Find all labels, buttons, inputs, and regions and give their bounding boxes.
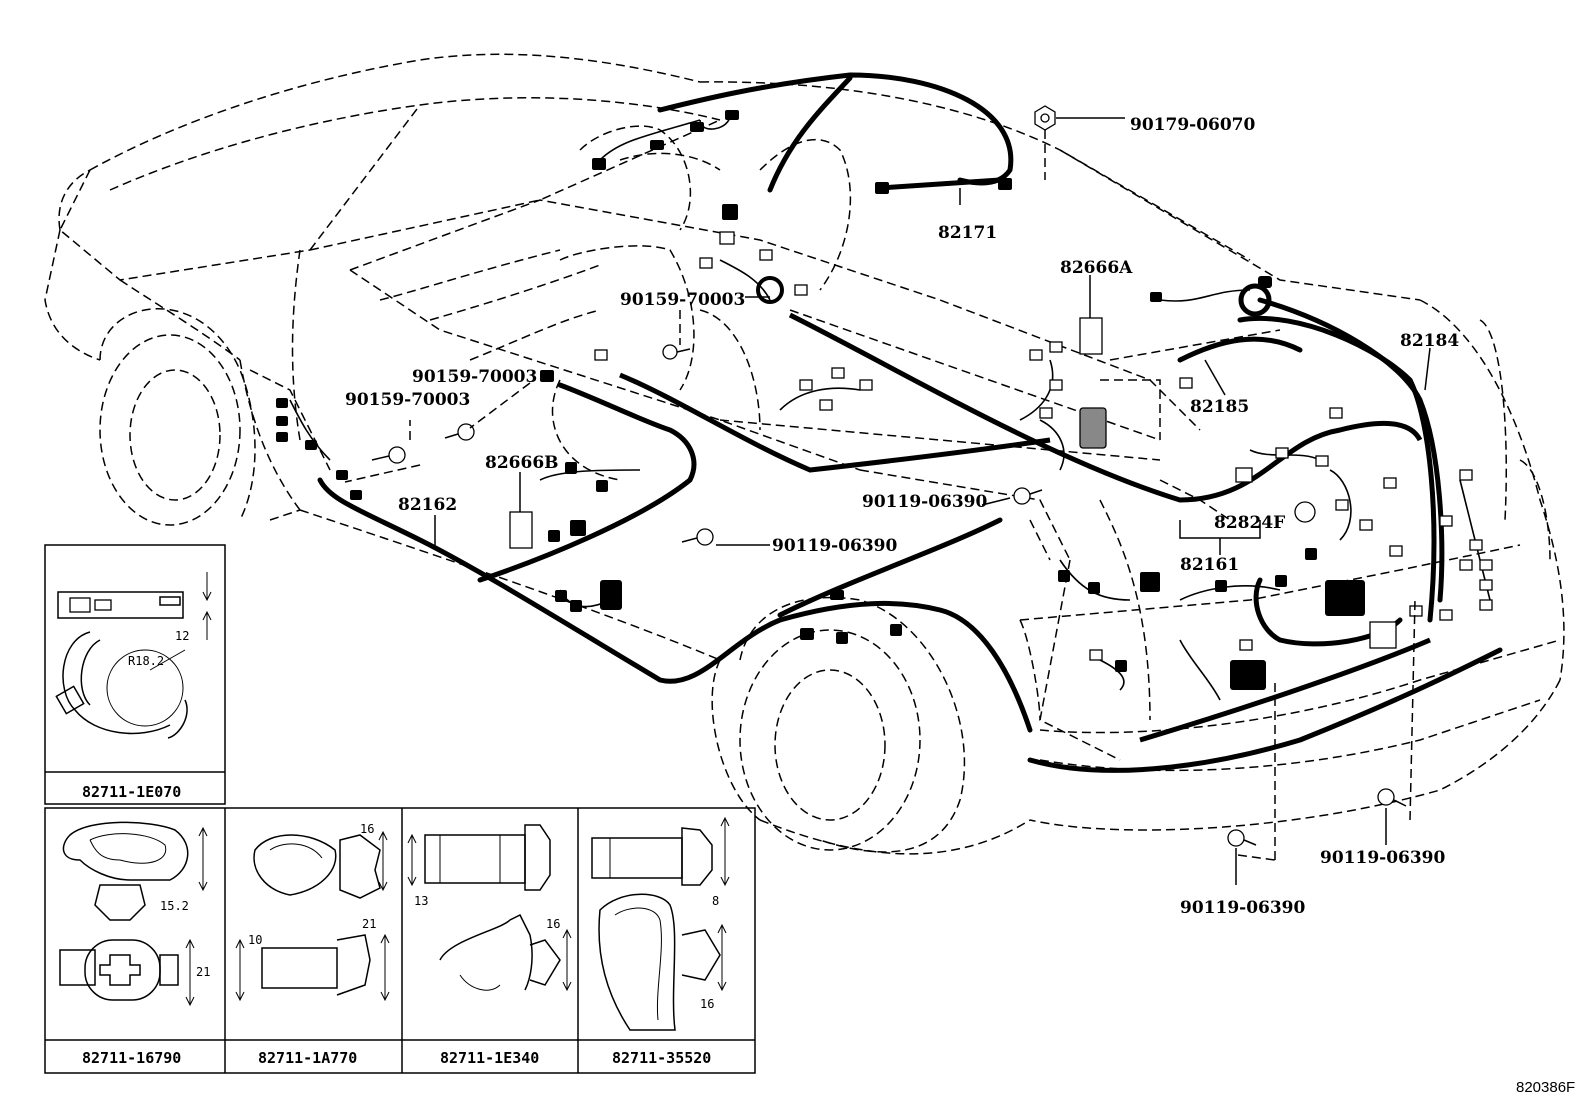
callout-82161: 82161 <box>1180 555 1239 575</box>
callout-90119-06390-right: 90119-06390 <box>862 492 988 512</box>
callout-82666B: 82666B <box>485 453 559 473</box>
harness-82162 <box>317 477 1033 733</box>
harness-82171 <box>657 72 1014 186</box>
callout-90159-70003-upper: 90159-70003 <box>620 290 745 310</box>
wiring-harness-group <box>289 72 1503 773</box>
harness-82185 <box>1177 336 1303 363</box>
detail-82711-1E070: 12 R18.2 82711-1E070 <box>55 572 212 801</box>
detail-caption-1E070: 82711-1E070 <box>82 783 181 801</box>
connector-group <box>276 110 1493 690</box>
callout-90119-06390-lower-a: 90119-06390 <box>1180 898 1306 918</box>
svg-text:16: 16 <box>360 822 374 836</box>
callout-82824F: 82824F <box>1214 513 1285 533</box>
svg-text:21: 21 <box>362 917 376 931</box>
bolt-90119-06390-lower-b <box>1377 788 1407 807</box>
callouts: 90179-06070 82171 82666A 90159-70003 821… <box>345 115 1459 918</box>
detail-caption-1A770: 82711-1A770 <box>258 1049 357 1067</box>
detail-boxes: 12 R18.2 82711-1E070 15.2 21 82711-16790 <box>44 544 756 1074</box>
bolt-90159-70003-left <box>371 446 406 464</box>
callout-82162: 82162 <box>398 495 457 515</box>
detail-82711-16790: 15.2 21 82711-16790 <box>59 821 210 1067</box>
detail-caption-35520: 82711-35520 <box>612 1049 711 1067</box>
callout-82184: 82184 <box>1400 331 1459 351</box>
bolt-90119-06390-right <box>1013 487 1043 505</box>
svg-text:16: 16 <box>546 917 560 931</box>
svg-text:12: 12 <box>175 629 189 643</box>
fastener-group <box>371 105 1407 847</box>
bolt-90119-06390-mid <box>681 528 714 546</box>
harness-rear-lower <box>1027 647 1503 773</box>
bolt-90119-06390-lower-a <box>1227 829 1257 847</box>
svg-text:21: 21 <box>196 965 210 979</box>
detail-caption-16790: 82711-16790 <box>82 1049 181 1067</box>
harness-82184 <box>1237 316 1437 623</box>
callout-82666A: 82666A <box>1060 258 1133 278</box>
bolt-90159-70003-upper <box>662 344 691 360</box>
callout-90179-06070: 90179-06070 <box>1130 115 1256 135</box>
detail-82711-35520: 8 16 82711-35520 <box>591 816 730 1067</box>
callout-90119-06390-mid: 90119-06390 <box>772 536 898 556</box>
svg-text:R18.2: R18.2 <box>128 654 164 668</box>
diagram-code: 820386F <box>1516 1079 1575 1096</box>
bolt-90159-70003-mid <box>444 423 475 441</box>
svg-text:15.2: 15.2 <box>160 899 189 913</box>
detail-82711-1E340: 13 16 82711-1E340 <box>407 824 572 1067</box>
svg-text:13: 13 <box>414 894 428 908</box>
detail-82711-1A770: 16 10 21 82711-1A770 <box>235 822 390 1067</box>
callout-90159-70003-left: 90159-70003 <box>345 390 470 410</box>
svg-text:8: 8 <box>712 894 719 908</box>
callout-82185: 82185 <box>1190 397 1249 417</box>
car-body-outline <box>44 53 1565 855</box>
detail-caption-1E340: 82711-1E340 <box>440 1049 539 1067</box>
nut-90179-06070 <box>1034 105 1056 131</box>
callout-90159-70003-mid: 90159-70003 <box>412 367 537 387</box>
svg-text:16: 16 <box>700 997 714 1011</box>
callout-90119-06390-lower-b: 90119-06390 <box>1320 848 1446 868</box>
leader-lines <box>344 117 1431 885</box>
callout-82171: 82171 <box>938 223 997 243</box>
svg-text:10: 10 <box>248 933 262 947</box>
harness-82161 <box>788 312 1423 503</box>
